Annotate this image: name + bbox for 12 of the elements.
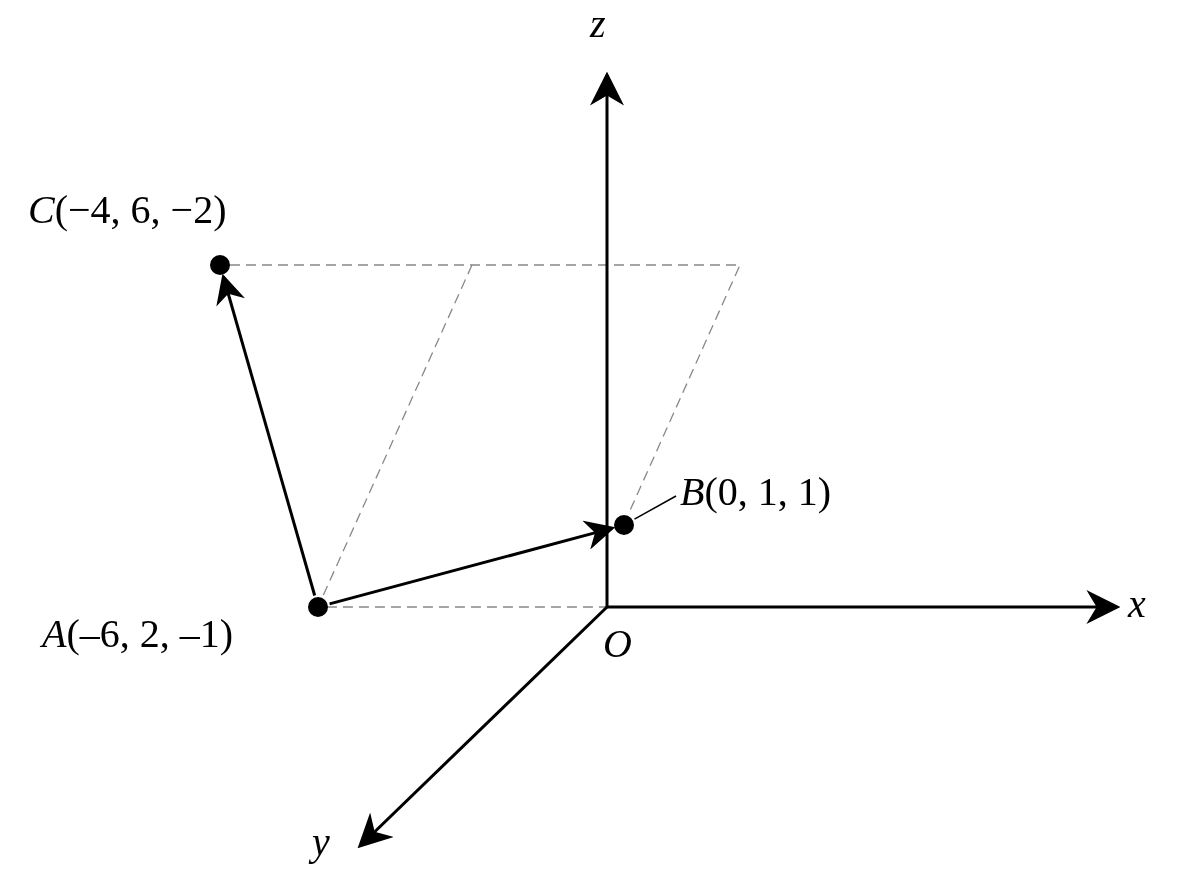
point-dot [614, 515, 634, 535]
leader-line [633, 495, 677, 520]
point-dot [210, 255, 230, 275]
axis-label: O [603, 622, 632, 666]
point-label: A(–6, 2, –1) [42, 612, 234, 656]
point-dot [308, 597, 328, 617]
point-label: B(0, 1, 1) [680, 470, 832, 514]
axis-label: z [590, 2, 606, 46]
axis-label: x [1128, 582, 1146, 626]
vector-arrow [216, 273, 317, 596]
vector-arrow [329, 520, 616, 606]
point-label: C(−4, 6, −2) [28, 188, 227, 232]
